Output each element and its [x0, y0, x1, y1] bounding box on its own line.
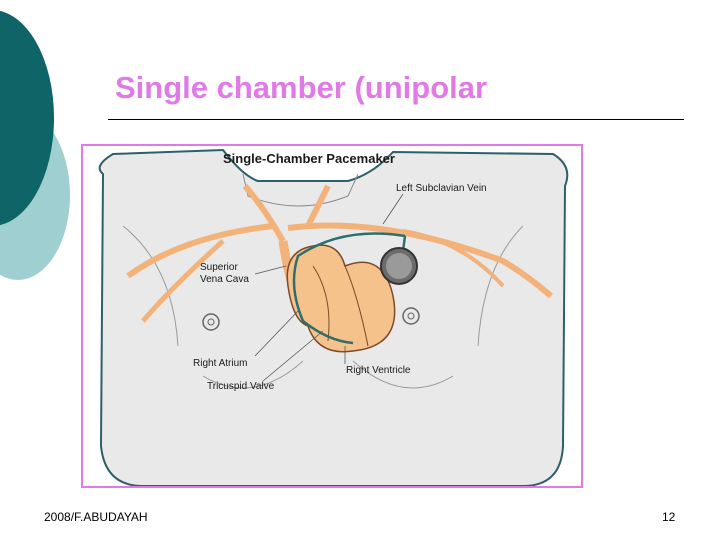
diagram-heading: Single-Chamber Pacemaker	[223, 151, 395, 166]
leader-subclavian	[382, 193, 404, 225]
label-tricuspid-valve: Tricuspid Valve	[207, 381, 275, 392]
chest-contour-left	[122, 225, 179, 347]
jugular-right	[305, 184, 331, 228]
left-arm-vein	[141, 239, 225, 323]
label-superior-vena-cava-line2: Vena Cava	[200, 274, 249, 285]
page-number: 12	[662, 510, 676, 524]
left-vein	[126, 223, 274, 279]
heart-chamber-line	[312, 265, 330, 342]
subclavian-vein	[287, 222, 553, 299]
nipple-right	[402, 307, 420, 325]
nipple-right-inner	[407, 312, 415, 320]
dark-teal-shape	[0, 10, 54, 226]
leader-svc	[254, 265, 287, 275]
jugular-left	[242, 183, 286, 243]
nipple-left-inner	[207, 318, 215, 326]
heart-chamber-line-2	[344, 265, 369, 347]
label-right-ventricle: Right Ventricle	[346, 365, 411, 376]
diagram-frame: Single-Chamber Pacemaker Left Subclavian…	[81, 144, 583, 488]
footer-author: 2008/F.ABUDAYAH	[44, 510, 148, 524]
pacemaker-diagram: Single-Chamber Pacemaker Left Subclavian…	[98, 148, 569, 486]
slide-title: Single chamber (unipolar	[115, 70, 488, 105]
title-divider	[108, 119, 684, 120]
leader-tricuspid	[262, 330, 324, 382]
pacing-lead	[292, 232, 406, 345]
pulse-generator-face	[386, 253, 412, 279]
leader-atrium	[254, 310, 299, 357]
nipple-left	[202, 313, 220, 331]
label-superior-vena-cava-line1: Superior	[200, 262, 238, 273]
label-right-atrium: Right Atrium	[193, 358, 247, 369]
abdomen-line-right	[352, 360, 454, 389]
decorative-shapes	[0, 10, 70, 280]
abdomen-line-left	[202, 360, 304, 389]
right-arm-vein	[402, 229, 505, 288]
label-left-subclavian-vein: Left Subclavian Vein	[396, 183, 487, 194]
